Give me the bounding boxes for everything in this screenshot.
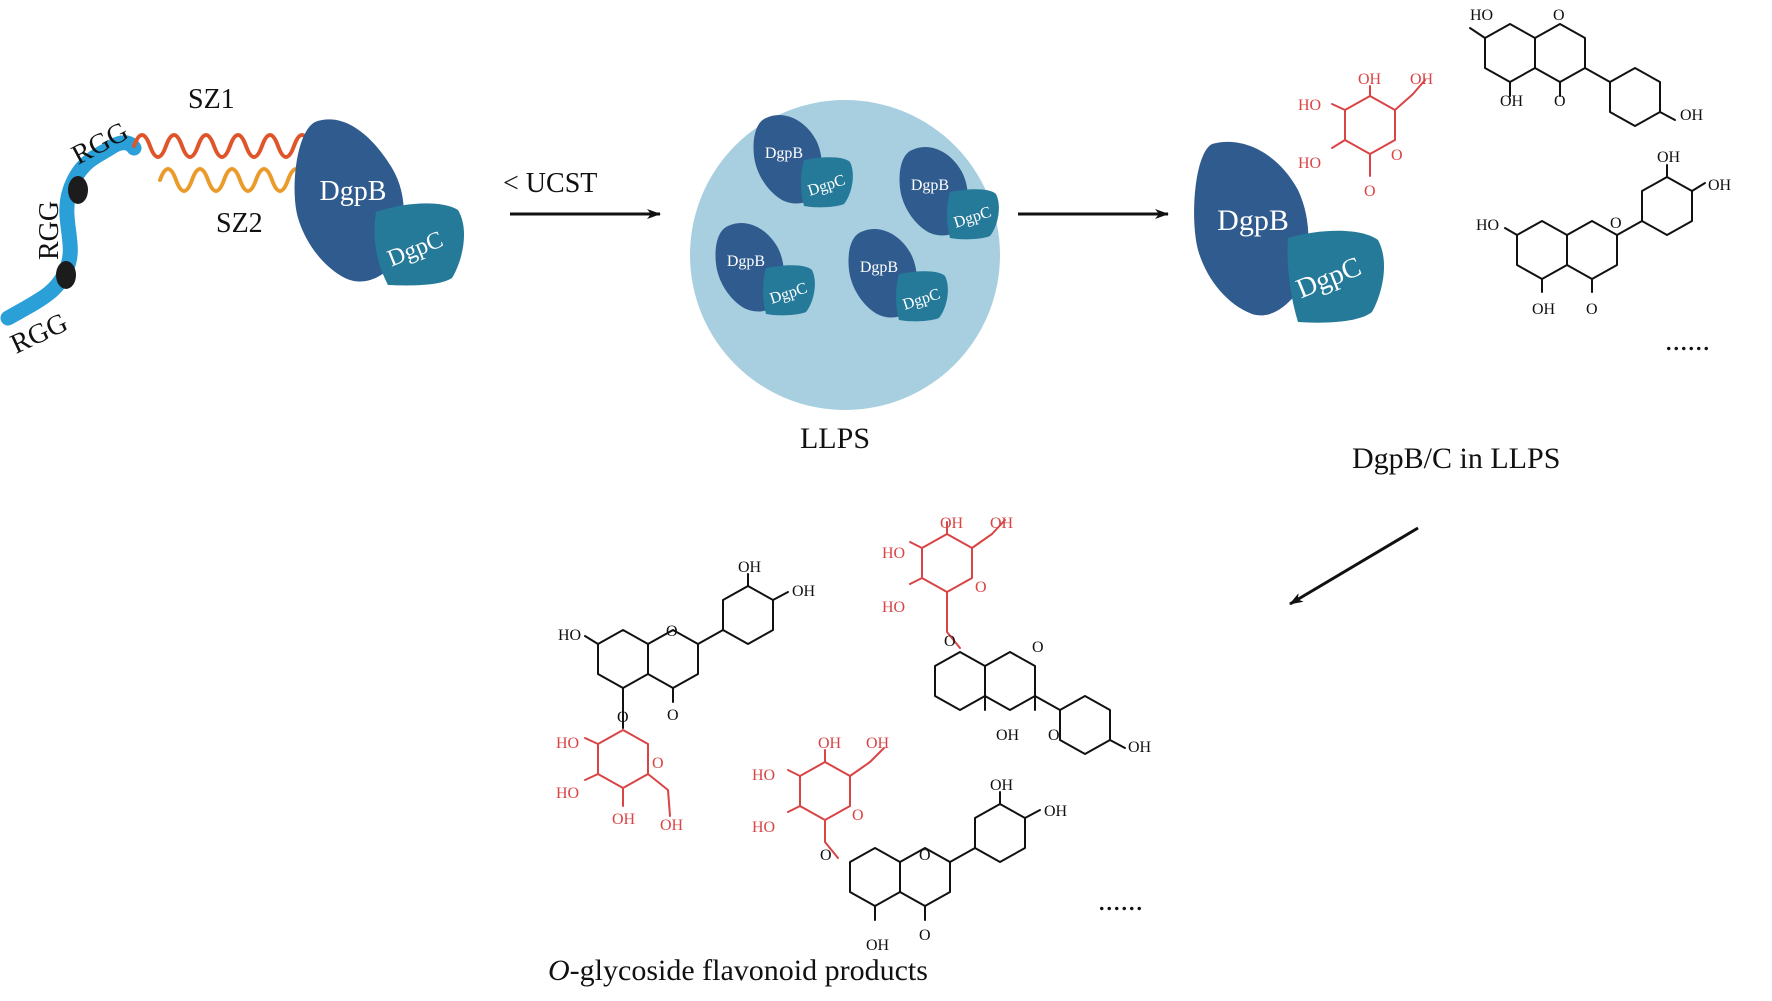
droplet-dgpb-label: DgpB <box>765 145 803 162</box>
sugar-oh-2: OH <box>1410 71 1434 88</box>
rgg-label-3: RGG <box>67 116 134 171</box>
luteolin-7-o-glucoside: HO HO OH OH O O O OH O OH OH <box>752 735 1068 954</box>
ucst-arrow-group: < UCST <box>503 168 661 219</box>
gen7g-oh-4p: OH <box>1128 739 1152 756</box>
genistein-ho: HO <box>1470 7 1493 24</box>
dgpb-large-label: DgpB <box>1217 204 1289 237</box>
products-panel: HO O O O OH OH HO HO O OH OH HO H <box>548 515 1152 987</box>
luteolin-oh-5: OH <box>1532 301 1556 318</box>
genistein-7-o-glucoside: HO HO OH OH O O O OH O OH <box>882 515 1152 756</box>
dgpc-protein-large <box>1287 230 1385 323</box>
dgpb-protein-large <box>1194 141 1309 316</box>
lut5g-ho: HO <box>558 627 581 644</box>
lut5g-sugar-ho-2: HO <box>556 785 579 802</box>
luteolin-oh-3p: OH <box>1657 149 1681 166</box>
lut7g-sugar-oh-2: OH <box>866 735 890 752</box>
lut7g-ring-o: O <box>919 847 931 864</box>
substrates-ellipsis: ...... <box>1665 324 1710 357</box>
dgpbc-llps-label: DgpB/C in LLPS <box>1352 442 1560 475</box>
luteolin-o-4: O <box>1586 301 1598 318</box>
lut5g-sugar-oh-1: OH <box>612 811 636 828</box>
luteolin-substrate: HO O OH O OH OH <box>1476 149 1732 318</box>
gen7g-oh-5: OH <box>996 727 1020 744</box>
reaction-panel: DgpB DgpC HO HO OH OH O O HO O OH <box>1194 7 1732 475</box>
products-label-rest: -glycoside flavonoid products <box>570 954 928 987</box>
lut5g-sugar-oh-2: OH <box>660 817 684 834</box>
lut7g-glycosidic-o: O <box>820 847 832 864</box>
llps-label: LLPS <box>800 422 870 455</box>
gen7g-sugar-oh-1: OH <box>940 515 964 532</box>
sugar-oh-1: OH <box>1358 71 1382 88</box>
sugar-ho-1: HO <box>1298 97 1321 114</box>
products-ellipsis: ...... <box>1098 884 1143 917</box>
genistein-o-4: O <box>1554 93 1566 110</box>
lut7g-sugar-oh-1: OH <box>818 735 842 752</box>
dgpc-protein <box>374 203 465 286</box>
genistein-substrate: HO O OH O OH <box>1469 7 1704 127</box>
genistein-oh-4p: OH <box>1680 107 1704 124</box>
ucst-label: < UCST <box>503 168 597 199</box>
lut7g-sugar-ring-o: O <box>852 807 864 824</box>
lut5g-sugar-ho-1: HO <box>556 735 579 752</box>
droplet-enzyme-1: DgpB DgpC <box>753 114 853 208</box>
sugar-o: O <box>1364 183 1376 200</box>
gen7g-glycosidic-o: O <box>944 633 956 650</box>
sz2-label: SZ2 <box>216 208 263 239</box>
lut7g-sugar-ho-2: HO <box>752 819 775 836</box>
luteolin-ring-o: O <box>1610 215 1622 232</box>
luteolin-5-o-glucoside: HO O O O OH OH HO HO O OH OH <box>556 559 816 834</box>
reaction-to-products-arrow <box>1289 526 1419 606</box>
rgg-linker <box>0 135 142 326</box>
udp-sugar-donor: HO HO OH OH O O <box>1298 71 1434 200</box>
gen7g-o-4: O <box>1048 727 1060 744</box>
lut5g-glycosidic-o: O <box>617 709 629 726</box>
lut7g-oh-4p: OH <box>1044 803 1068 820</box>
lut5g-ring-o: O <box>666 623 678 640</box>
luteolin-oh-4p: OH <box>1708 177 1732 194</box>
lut7g-sugar-ho-1: HO <box>752 767 775 784</box>
gen7g-sugar-oh-2: OH <box>990 515 1014 532</box>
llps-droplet-group: DgpB DgpC LLPS <box>690 100 1000 455</box>
dgpb-label: DgpB <box>320 176 387 207</box>
products-label-italic: O <box>548 954 570 987</box>
sugar-ho-2: HO <box>1298 155 1321 172</box>
lut5g-oh-4p: OH <box>792 583 816 600</box>
linker-node-1 <box>68 176 88 204</box>
luteolin-ho: HO <box>1476 217 1499 234</box>
genistein-oh-5: OH <box>1500 93 1524 110</box>
sz1-label: SZ1 <box>188 84 235 115</box>
lut7g-oh-5: OH <box>866 937 890 954</box>
lut7g-o-4: O <box>919 927 931 944</box>
gen7g-sugar-ho-2: HO <box>882 599 905 616</box>
rgg-label-2: RGG <box>34 201 65 260</box>
lut5g-o-4: O <box>667 707 679 724</box>
lut5g-sugar-ring-o: O <box>652 755 664 772</box>
lut7g-oh-3p: OH <box>990 777 1014 794</box>
genistein-ring-o: O <box>1553 7 1565 24</box>
gen7g-sugar-ring-o: O <box>975 579 987 596</box>
linker-node-2 <box>56 261 76 289</box>
products-label: O-glycoside flavonoid products <box>548 954 928 987</box>
gen7g-sugar-ho-1: HO <box>882 545 905 562</box>
sz1-coil <box>132 133 328 159</box>
fusion-construct: RGG RGG RGG SZ1 SZ2 DgpB DgpC <box>0 84 465 360</box>
gen7g-ring-o: O <box>1032 639 1044 656</box>
sugar-ring-o: O <box>1391 147 1403 164</box>
lut5g-oh-3p: OH <box>738 559 762 576</box>
